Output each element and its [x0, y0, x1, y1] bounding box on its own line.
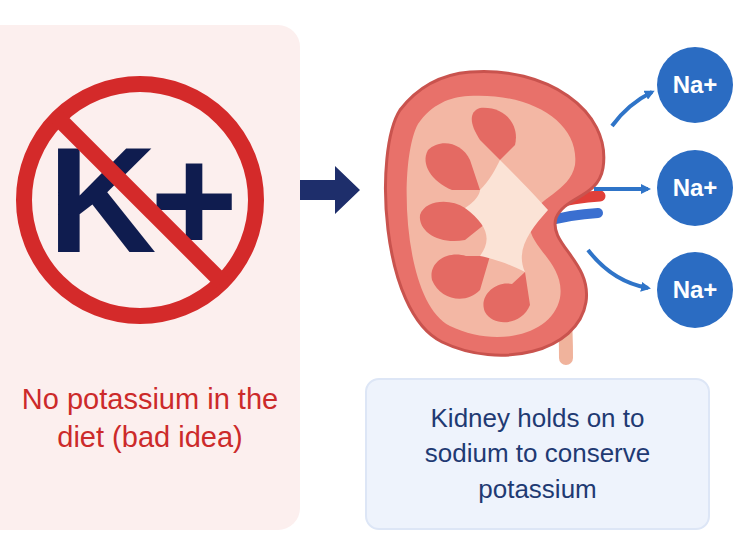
kidney: [385, 71, 603, 355]
sodium-arrow: [588, 250, 648, 288]
ion-symbol: Na+: [673, 276, 718, 304]
kidney-cortex: [407, 96, 576, 337]
ion-symbol: Na+: [673, 71, 718, 99]
note-box: Kidney holds on to sodium to conserve po…: [365, 378, 710, 530]
left-panel: No potassium in the diet (bad idea) K+: [0, 25, 300, 530]
medullary-pyramid: [431, 254, 490, 298]
note-text: Kidney holds on to sodium to conserve po…: [387, 401, 688, 506]
sodium-circle: Na+: [657, 150, 733, 226]
sodium-circle: Na+: [657, 47, 733, 123]
prohibition-outline: [15, 75, 265, 325]
medullary-pyramid: [483, 272, 530, 322]
renal-pelvis: [465, 160, 548, 272]
flow-arrow: [298, 166, 360, 214]
prohibition-sign: K+: [15, 75, 265, 325]
prohibition-ring: [24, 84, 256, 316]
sodium-circle: Na+: [657, 252, 733, 328]
ion-symbol: Na+: [673, 174, 718, 202]
prohibition-slash: [58, 118, 222, 282]
sodium-arrow: [594, 187, 648, 191]
medullary-pyramid: [425, 143, 480, 190]
sodium-arrow: [612, 92, 652, 126]
caption-text: No potassium in the diet (bad idea): [10, 381, 290, 456]
medullary-pyramid: [472, 108, 516, 160]
